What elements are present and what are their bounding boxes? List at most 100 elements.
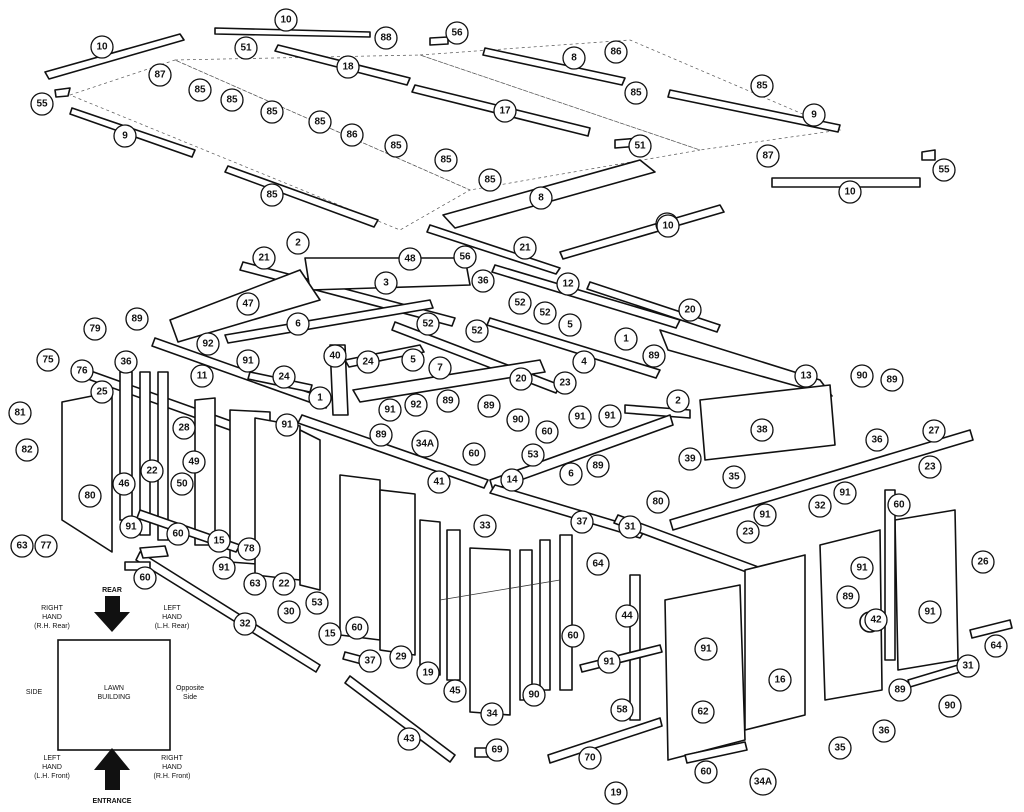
callout-label: 60 [541,427,553,438]
callout-circle [260,100,284,124]
callout-label: 75 [42,355,54,366]
callout-circle [90,380,114,404]
callout-32: 32 [808,494,832,518]
callout-circle [535,420,559,444]
callout-15: 15 [318,622,342,646]
callout-circle [753,503,777,527]
callout-circle [794,364,818,388]
callout-circle [443,679,467,703]
callout-6: 6 [286,312,310,336]
roof-rail-10-left [44,33,185,80]
callout-label: 22 [146,466,158,477]
callout-circle [749,768,777,796]
callout-85: 85 [624,81,648,105]
callout-circle [922,419,946,443]
callout-52: 52 [416,312,440,336]
callout-label: 51 [240,43,252,54]
legend-entrance: ENTRANCE [93,798,132,805]
door-panel-64 [664,584,746,761]
callout-label: 52 [422,319,434,330]
callout-label: 32 [814,501,826,512]
callout-circle [918,600,942,624]
callout-label: 34A [416,439,434,450]
callout-circle [586,552,610,576]
callout-15: 15 [207,529,231,553]
callout-circle [286,312,310,336]
legend-br-1: RIGHT [161,755,184,762]
callout-label: 58 [616,705,628,716]
callout-21: 21 [513,236,537,260]
callout-circle [112,472,136,496]
callout-circle [610,698,634,722]
callout-label: 85 [266,107,278,118]
callout-label: 86 [346,130,358,141]
callout-76: 76 [70,359,94,383]
callout-circle [646,490,670,514]
callout-label: 64 [592,559,604,570]
callout-89: 89 [888,678,912,702]
callout-label: 45 [449,686,461,697]
callout-circle [125,307,149,331]
callout-circle [642,344,666,368]
callout-circle [369,423,393,447]
callout-36: 36 [471,269,495,293]
callout-circle [286,231,310,255]
callout-label: 56 [459,252,471,263]
callout-label: 30 [283,607,295,618]
callout-circle [736,520,760,544]
callout-64: 64 [984,634,1008,658]
legend-tl-2: HAND [42,614,62,621]
roof-assembly [44,27,936,275]
callout-52: 52 [508,291,532,315]
callout-circle [428,356,452,380]
callout-label: 87 [762,151,774,162]
callout-label: 77 [40,541,52,552]
callout-label: 56 [451,28,463,39]
callout-10: 10 [656,214,680,238]
callout-label: 18 [342,62,354,73]
bracket-56 [429,36,449,46]
callout-circle [36,348,60,372]
callout-circle [389,645,413,669]
callout-31: 31 [956,654,980,678]
callout-label: 47 [242,299,254,310]
callout-label: 85 [390,141,402,152]
callout-circle [436,389,460,413]
callout-label: 85 [226,95,238,106]
callout-circle [90,35,114,59]
callout-64: 64 [586,552,610,576]
callout-85: 85 [308,110,332,134]
callout-8: 8 [562,46,586,70]
callout-label: 32 [239,619,251,630]
callout-label: 91 [218,563,230,574]
callout-label: 91 [603,657,615,668]
callout-label: 90 [512,415,524,426]
callout-label: 91 [242,356,254,367]
callout-circle [252,246,276,270]
callout-label: 91 [281,420,293,431]
callout-label: 51 [634,141,646,152]
callout-85: 85 [478,168,502,192]
callout-label: 78 [243,544,255,555]
callout-23: 23 [736,520,760,544]
legend-tl-1: RIGHT [41,605,64,612]
callout-circle [485,738,509,762]
callout-label: 21 [519,243,531,254]
callout-35: 35 [828,736,852,760]
bracket-55-left [54,87,71,98]
callout-55: 55 [932,158,956,182]
callout-label: 35 [834,743,846,754]
callout-85: 85 [260,100,284,124]
callout-circle [918,455,942,479]
callout-label: 86 [610,47,622,58]
callout-label: 89 [592,461,604,472]
callout-label: 52 [514,298,526,309]
callout-27: 27 [922,419,946,443]
callout-label: 60 [139,573,151,584]
callout-label: 9 [811,110,817,121]
callout-circle [493,99,517,123]
left-wall-assembly [61,369,321,673]
callout-81: 81 [8,401,32,425]
legend-rear: REAR [102,587,122,594]
callout-label: 60 [700,767,712,778]
